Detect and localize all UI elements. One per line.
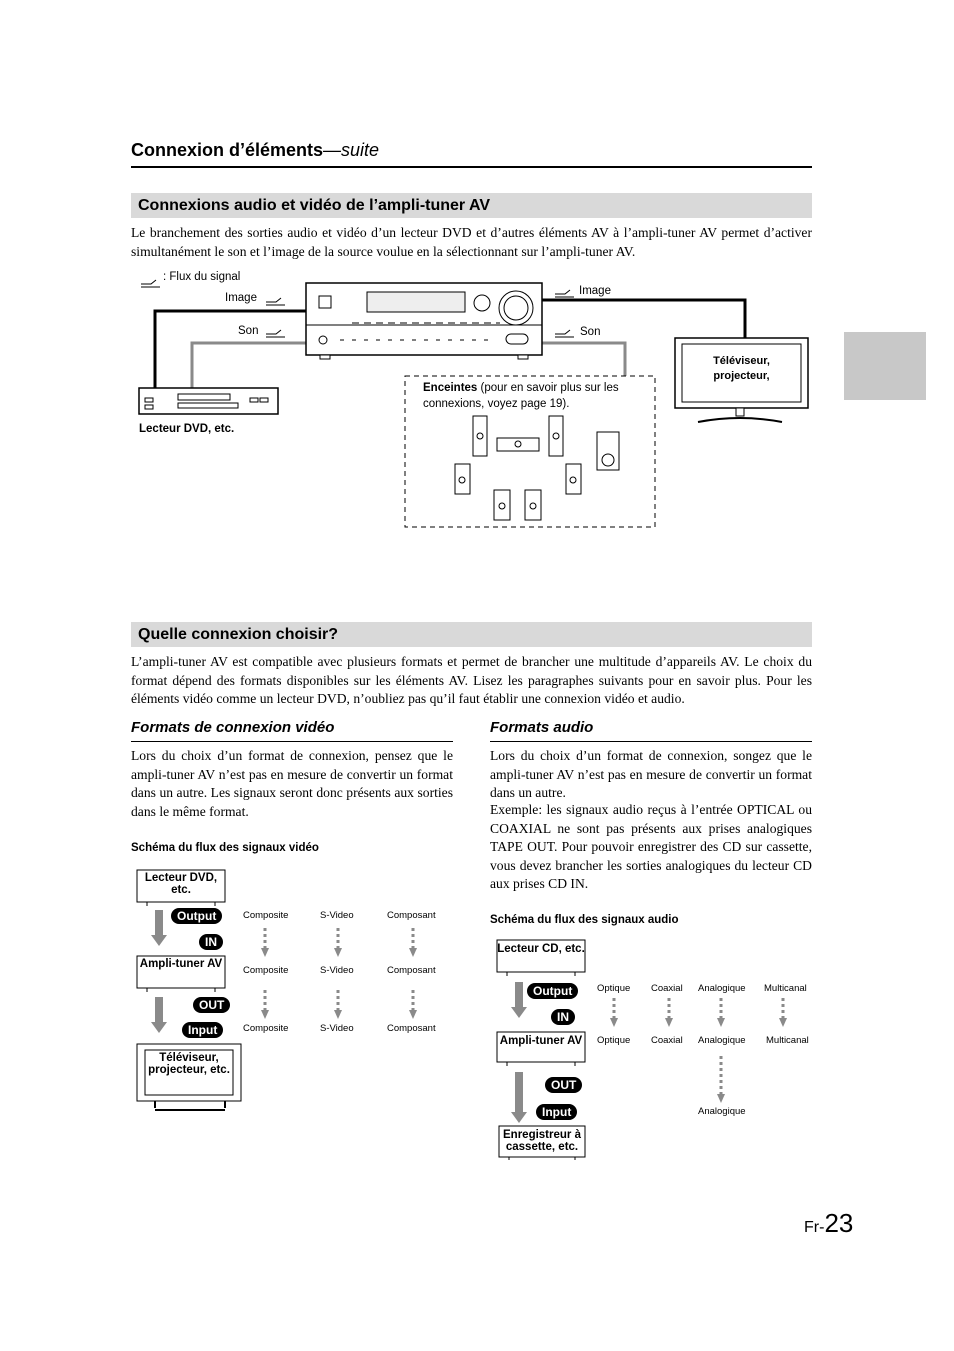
connection-diagram [138, 279, 809, 528]
section2-paragraph: L’ampli-tuner AV est compatible avec plu… [131, 654, 812, 706]
video-format-label: Composant [387, 1023, 436, 1034]
video-format-label: Composant [387, 910, 436, 921]
section-heading-choisir: Quelle connexion choisir? [131, 622, 812, 647]
image-cable-right [542, 298, 747, 338]
audio-flow-diagram [496, 939, 787, 1160]
image-cable-left [153, 309, 306, 388]
audio-format-label: Multicanal [766, 1035, 809, 1046]
video-paragraph: Lors du choix d’un format de connexion, … [131, 748, 453, 819]
side-tab [844, 332, 926, 400]
av-receiver [305, 282, 543, 360]
video-schema-title: Schéma du flux des signaux vidéo [131, 842, 319, 854]
audio-in-badge: IN [551, 1009, 575, 1025]
audio-format-label: Coaxial [651, 1035, 683, 1046]
section1-paragraph: Le branchement des sorties audio et vidé… [131, 225, 812, 259]
audio-format-label: Multicanal [764, 983, 807, 994]
video-format-label: Composite [243, 1023, 289, 1034]
video-formats-heading: Formats de connexion vidéo [131, 719, 335, 736]
speakers-label: Enceintes (pour en savoir plus sur les c… [423, 382, 619, 410]
video-format-label: S-Video [320, 1023, 354, 1034]
signal-flow-legend: : Flux du signal [163, 271, 241, 283]
signal-flow-icon [141, 279, 160, 288]
tv-icon [674, 337, 809, 423]
audio-formats-heading: Formats audio [490, 719, 594, 736]
video-in-badge: IN [199, 934, 223, 950]
audio-paragraph-2: Exemple: les signaux audio reçus à l’ent… [490, 802, 812, 891]
video-format-label: Composant [387, 965, 436, 976]
video-format-label: S-Video [320, 910, 354, 921]
page-title: Connexion d’éléments—suite [131, 140, 380, 160]
video-box-source: Lecteur DVD, etc. [144, 872, 218, 896]
sound-cable-right [542, 341, 627, 376]
video-out-badge: OUT [193, 997, 231, 1013]
video-box-display: Téléviseur, projecteur, etc. [148, 1052, 230, 1076]
audio-format-label: Analogique [698, 1035, 746, 1046]
video-format-label: Composite [243, 910, 289, 921]
audio-format-label: Analogique [698, 983, 746, 994]
page-number: Fr-23 [804, 1208, 854, 1238]
video-format-label: Composite [243, 965, 289, 976]
video-format-label: S-Video [320, 965, 354, 976]
video-output-badge: Output [171, 908, 223, 924]
audio-input-badge: Input [536, 1104, 578, 1120]
son-label-left: Son [238, 325, 259, 337]
son-label-right: Son [580, 326, 601, 338]
sound-cable-left [190, 341, 306, 388]
audio-schema-title: Schéma du flux des signaux audio [490, 914, 679, 926]
image-label-left: Image [225, 292, 257, 304]
video-box-receiver: Ampli-tuner AV [139, 958, 223, 970]
speakers-group [454, 415, 620, 521]
audio-format-label: Coaxial [651, 983, 683, 994]
tv-label: Téléviseur,projecteur, [713, 355, 770, 382]
dvd-label: Lecteur DVD, etc. [139, 423, 235, 435]
section-heading-connexions: Connexions audio et vidéo de l’ampli-tun… [131, 193, 812, 218]
header-rule [131, 166, 812, 168]
audio-paragraph-1: Lors du choix d’un format de connexion, … [490, 748, 812, 800]
speakers-box [404, 375, 656, 528]
audio-box-receiver: Ampli-tuner AV [499, 1035, 583, 1047]
audio-format-label: Optique [597, 983, 631, 994]
audio-out-badge: OUT [545, 1077, 583, 1093]
image-label-right: Image [579, 285, 611, 297]
audio-heading-rule [490, 741, 812, 742]
audio-output-badge: Output [527, 983, 579, 999]
audio-format-label: Optique [597, 1035, 631, 1046]
audio-box-recorder: Enregistreur à cassette, etc. [503, 1129, 581, 1153]
audio-box-source: Lecteur CD, etc. [497, 943, 585, 955]
video-flow-diagram [136, 869, 417, 1111]
video-input-badge: Input [182, 1022, 224, 1038]
video-heading-rule [131, 741, 453, 742]
audio-analog-out-label: Analogique [698, 1106, 746, 1117]
dvd-player [138, 387, 279, 415]
